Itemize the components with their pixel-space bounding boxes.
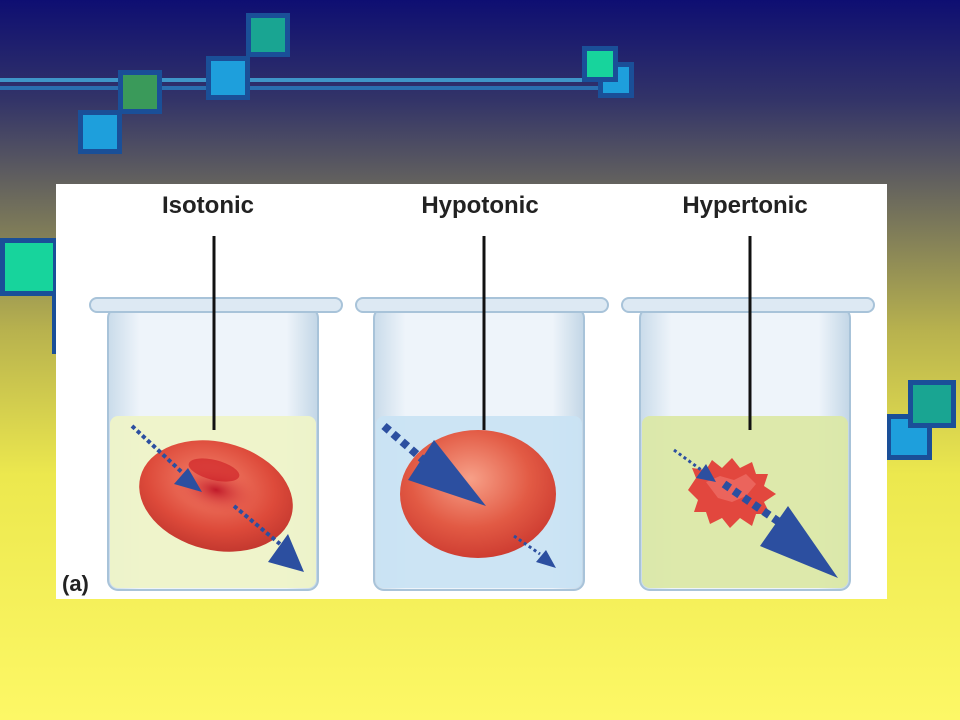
- decor-line: [0, 78, 600, 82]
- panel-tag: (a): [62, 571, 89, 596]
- decor-square: [246, 13, 290, 57]
- decor-line: [0, 86, 600, 90]
- label-isotonic: Isotonic: [161, 192, 255, 219]
- red-blood-cell-swollen: [400, 430, 556, 558]
- decor-square: [0, 238, 58, 296]
- decor-square: [78, 110, 122, 154]
- beakers-illustration: [89, 236, 875, 591]
- label-hypotonic: Hypotonic: [421, 192, 539, 219]
- beaker-hypertonic: [621, 236, 875, 591]
- osmosis-figure: Isotonic Hypotonic Hypertonic (a): [56, 184, 887, 599]
- red-blood-cell-normal: [139, 440, 293, 552]
- decor-square: [206, 56, 250, 100]
- beaker-isotonic: [89, 236, 343, 591]
- decor-square: [118, 70, 162, 114]
- label-hypertonic: Hypertonic: [682, 192, 808, 219]
- beaker-hypotonic: [355, 236, 609, 591]
- decor-square: [582, 46, 618, 82]
- decor-square: [908, 380, 956, 428]
